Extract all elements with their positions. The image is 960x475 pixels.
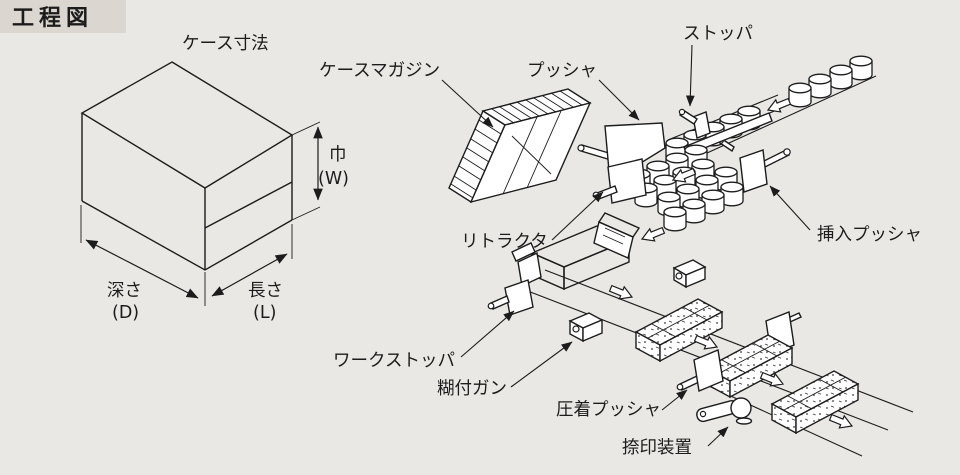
incoming-can-line bbox=[788, 55, 873, 108]
depth-dimension-symbol: (D) bbox=[112, 303, 139, 323]
depth-dimension-label: 深さ bbox=[107, 281, 142, 301]
flow-arrow-to-case bbox=[638, 223, 667, 246]
case-magazine-drawing bbox=[448, 88, 592, 204]
label-press-pusher: 圧着プッシャ bbox=[556, 400, 661, 420]
label-insertion-pusher: 挿入プッシャ bbox=[817, 225, 922, 245]
work-stopper-drawing bbox=[487, 279, 534, 316]
stopper-gate-plate bbox=[692, 111, 711, 139]
press-pusher-drawing bbox=[676, 349, 724, 392]
case-dimensions-caption: ケース寸法 bbox=[182, 34, 269, 54]
page-title-text: 工程図 bbox=[12, 6, 93, 31]
length-dimension-label: 長さ bbox=[248, 281, 283, 301]
label-work-stopper: ワークストッパ bbox=[333, 351, 455, 371]
glue-gun-drawing bbox=[568, 312, 604, 343]
stamping-device-drawing bbox=[696, 397, 753, 425]
width-dimension-label: 巾 bbox=[329, 145, 347, 165]
label-case-magazine: ケースマガジン bbox=[319, 61, 440, 81]
label-stamping-device: 捺印装置 bbox=[622, 438, 692, 458]
glue-gun-2-drawing bbox=[672, 259, 707, 289]
width-dimension-symbol: (W) bbox=[318, 169, 349, 189]
label-glue-gun: 糊付ガン bbox=[437, 379, 507, 399]
can-row-at-stopper bbox=[665, 105, 773, 163]
page-title: 工程図 bbox=[0, 0, 126, 33]
leader-arrows bbox=[441, 44, 811, 447]
label-retractor: リトラクタ bbox=[461, 232, 548, 252]
case-dimension-drawing: ケース寸法 巾 (W) 深さ (D) 長さ (L) bbox=[80, 34, 349, 323]
label-pusher: プッシャ bbox=[527, 61, 597, 81]
sealed-case-1 bbox=[635, 298, 723, 362]
label-stopper: ストッパ bbox=[683, 24, 753, 44]
length-dimension-symbol: (L) bbox=[253, 303, 276, 323]
open-case-drawing bbox=[511, 212, 641, 291]
retractor-drawing bbox=[592, 158, 647, 204]
flow-arrow-case-4 bbox=[827, 410, 856, 433]
insertion-pusher-drawing bbox=[739, 148, 791, 193]
